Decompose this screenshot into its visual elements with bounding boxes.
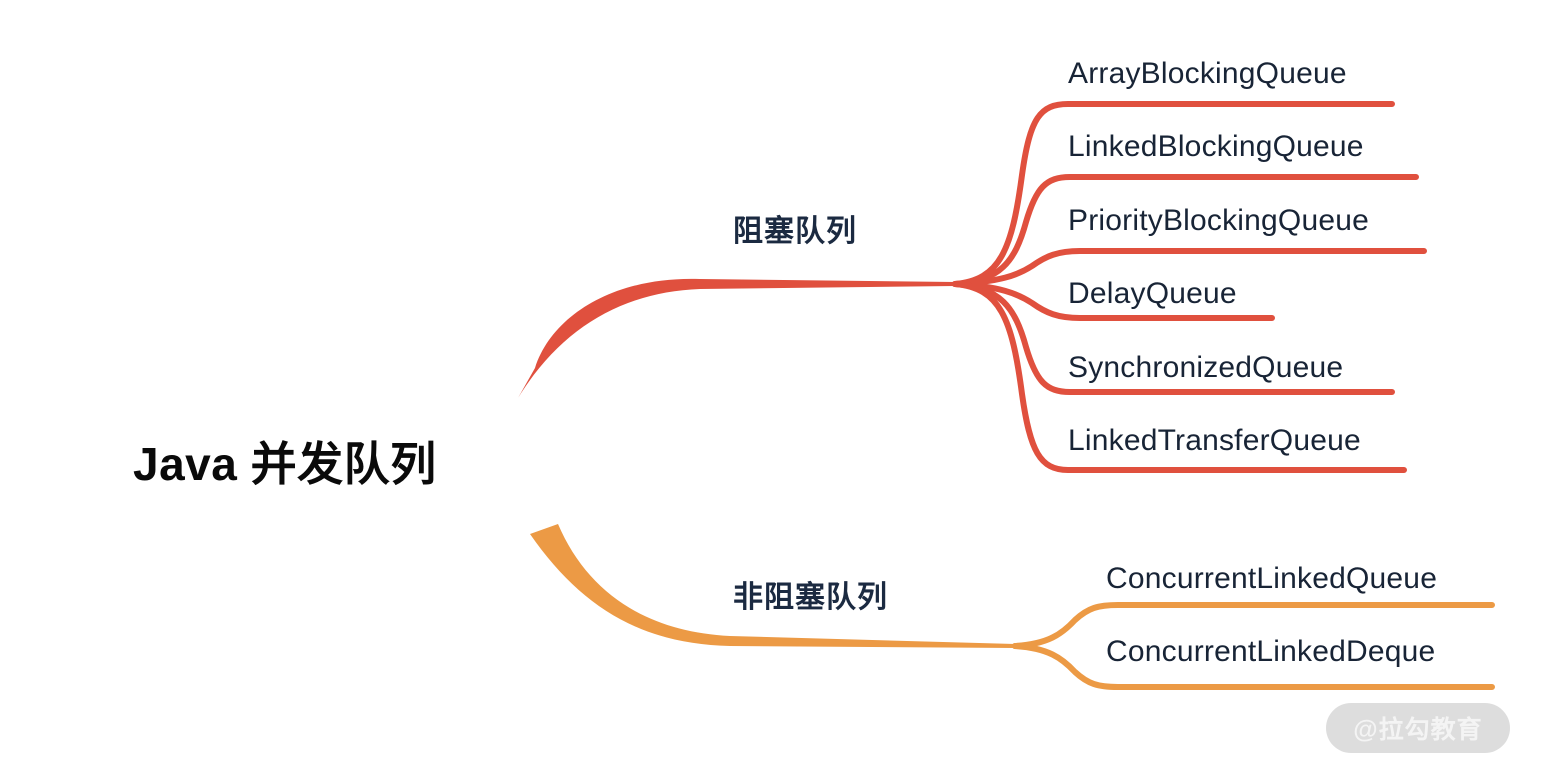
branch-label-blocking[interactable]: 阻塞队列 xyxy=(733,215,857,248)
branch-label-nonblocking[interactable]: 非阻塞队列 xyxy=(733,581,888,614)
leaf-concurrent-linked-queue[interactable]: ConcurrentLinkedQueue xyxy=(1106,562,1438,595)
leaf-array-blocking-queue[interactable]: ArrayBlockingQueue xyxy=(1068,57,1347,90)
leaf-synchronized-queue[interactable]: SynchronizedQueue xyxy=(1068,351,1344,384)
leaf-priority-blocking-queue[interactable]: PriorityBlockingQueue xyxy=(1068,204,1370,237)
root-node-label[interactable]: Java 并发队列 xyxy=(133,438,437,490)
trunk-blocking xyxy=(518,278,955,398)
leaf-delay-queue[interactable]: DelayQueue xyxy=(1068,277,1237,310)
leaf-linked-blocking-queue[interactable]: LinkedBlockingQueue xyxy=(1068,130,1364,163)
leaf-concurrent-linked-deque[interactable]: ConcurrentLinkedDeque xyxy=(1106,635,1436,668)
watermark-label: @拉勾教育 xyxy=(1353,716,1483,744)
leaf-linked-transfer-queue[interactable]: LinkedTransferQueue xyxy=(1068,424,1361,457)
watermark-badge: @拉勾教育 xyxy=(1326,703,1510,753)
